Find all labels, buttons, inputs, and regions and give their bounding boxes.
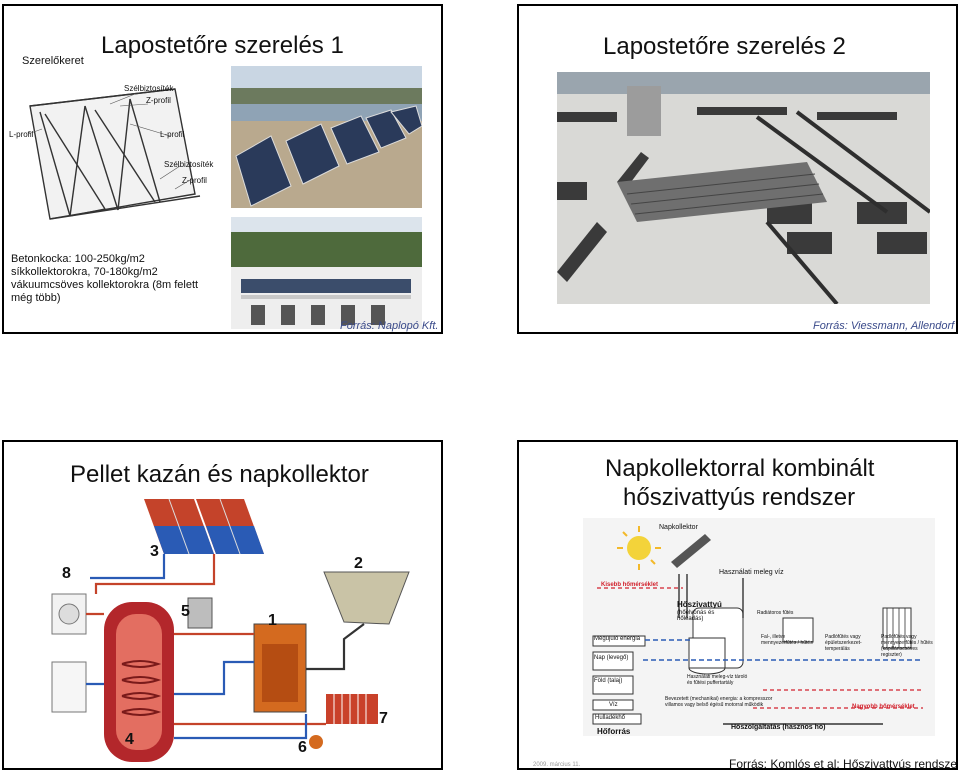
slide-4-title-line-2: hőszivattyús rendszer [623,484,856,511]
heat-pump-sub-label: (hőelvonás és hőleadás) [677,610,715,622]
component-number: 5 [181,603,190,620]
building-collectors-photo [231,217,422,329]
higher-temp-label: Nagyobb hőmérséklet [852,704,915,710]
slide-1-title: Lapostetőre szerelés 1 [101,32,344,59]
component-number: 1 [268,612,277,629]
slide-2-source: Forrás: Viessmann, Allendorf [813,320,955,332]
water-label: Víz [609,702,618,708]
frame-label: Szerelőkeret [22,55,84,67]
slide-1-source: Forrás: Naplopó Kft. [340,320,439,332]
lower-temp-label: Kisebb hőmérséklet [601,582,659,588]
collector-label: Napkollektor [659,524,698,531]
slide-2: Lapostetőre szerelés 2 Forrás: Viessm [517,4,958,334]
component-number: 4 [125,731,134,748]
slide-4-title-line-1: Napkollektorral kombinált [605,455,875,482]
wall-heating-label: Fal-, illetve mennyezetfűtés / hűtés [761,634,813,646]
caption-line: Betonkocka: 100-250kg/m2 [11,253,145,265]
ballast-caption: Betonkocka: 100-250kg/m2 síkkollektorokr… [11,253,198,305]
buffer-label: Használati meleg-víz tároló és fűtési pu… [687,674,748,686]
energy-input-label: Bevezetett (mechanikai) energia: a kompr… [665,696,773,708]
component-number: 7 [379,710,388,727]
waste-heat-label: Hulladékhő [595,715,626,721]
flat-roof-photo [557,72,930,304]
diagram-label: L-profil [9,130,34,139]
renewable-label: Megújuló energia [594,636,641,642]
radiator-label: Radiátoros fűtés [757,610,794,616]
rooftop-collectors-photo [231,66,422,208]
floor-heating-label: Padlófűtés vagy épületszerkezet-temperál… [825,634,862,652]
pellet-solar-system-diagram [51,498,410,762]
hot-water-label: Használati meleg víz [719,569,784,576]
component-number: 8 [62,565,71,582]
component-number: 3 [150,543,159,560]
caption-line: még több) [11,292,61,304]
diagram-label: Z-profil [146,96,171,105]
slide-date: 2009. március 11. [533,762,581,768]
earth-label: Föld (talaj) [594,678,623,684]
caption-line: síkkollektorokra, 70-180kg/m2 [11,266,158,278]
diagram-label: Z-profil [182,176,207,185]
slide-4: Napkollektorral kombinált hőszivattyús r… [517,440,958,770]
heat-pump-label: Hőszivattyú [677,600,722,609]
diagram-label: L-profil [160,130,185,139]
component-number: 2 [354,555,363,572]
slide-1: Szerelőkeret Lapostetőre szerelés 1 Szél… [2,4,443,334]
mounting-frame-diagram [27,88,201,220]
caption-line: vákuumcsöves kollektorokra (8m felett [11,279,199,291]
floor-heating-2-label: Padlófűtés vagy mennyezetfűtés / hűtés (… [881,634,933,658]
heat-utilization-label: Hőszolgáltatás (hasznos hő) [731,724,826,731]
heat-source-label: Hőforrás [597,727,631,736]
diagram-label: Szélbiztosíték [164,160,214,169]
heat-pump-system-diagram [583,518,935,736]
slide-3: Pellet kazán és napkollektor [2,440,443,770]
sun-label: Nap (levegő) [594,655,629,661]
diagram-label: Szélbiztosíték [124,84,174,93]
slide-3-title: Pellet kazán és napkollektor [70,461,369,488]
slide-2-title: Lapostetőre szerelés 2 [603,33,846,60]
component-number: 6 [298,739,307,756]
slide-4-source: Forrás: Komlós et al: Hőszivattyús rends… [729,757,958,770]
